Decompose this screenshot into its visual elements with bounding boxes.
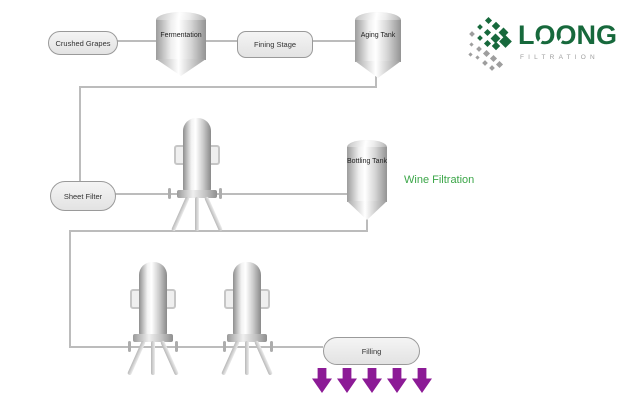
- filter-housing-2: [115, 262, 191, 380]
- housing-cylinder: [139, 262, 167, 336]
- housing-leg: [204, 196, 223, 232]
- logo-dot: [484, 16, 493, 25]
- housing-flange: [133, 334, 173, 342]
- down-arrow-icon: [362, 368, 382, 393]
- pipe-fining-aging: [311, 40, 355, 42]
- filling-output-arrows: [312, 368, 432, 393]
- node-sheet-filter: Sheet Filter: [50, 181, 116, 211]
- housing-leg: [245, 341, 249, 375]
- pipe-left-drop-1: [79, 86, 81, 182]
- loong-logo-mark-icon: [462, 16, 514, 74]
- housing-cylinder: [183, 118, 211, 192]
- logo-dot: [468, 52, 473, 57]
- pipe-left-drop-2: [69, 230, 71, 348]
- logo-dot: [477, 35, 483, 41]
- node-crushed-grapes: Crushed Grapes: [48, 31, 118, 55]
- loong-filtration-logo: LOONG FILTRATION: [462, 16, 627, 72]
- tank-aging: Aging Tank: [355, 12, 401, 78]
- housing-flange: [177, 190, 217, 198]
- tank-bottling: Bottling Tank: [347, 140, 387, 220]
- logo-dot: [469, 42, 474, 47]
- tank-label: Bottling Tank: [347, 158, 387, 165]
- tank-cone: [156, 59, 206, 76]
- logo-subtitle: FILTRATION: [520, 54, 599, 61]
- node-label: Sheet Filter: [63, 191, 103, 201]
- housing-leg: [221, 340, 240, 376]
- housing-leg: [151, 341, 155, 375]
- tank-body: [156, 20, 206, 60]
- housing-leg: [171, 196, 190, 232]
- tank-cone: [355, 61, 401, 78]
- tank-body: [347, 147, 387, 202]
- logo-dot: [489, 65, 495, 71]
- node-fining-stage: Fining Stage: [237, 31, 313, 58]
- pipe-grapes-fermentation: [116, 40, 157, 42]
- pipe-coupling-icon: [168, 188, 171, 199]
- logo-dot: [483, 28, 492, 37]
- housing-leg: [254, 340, 273, 376]
- tank-fermentation: Fermentation: [156, 12, 206, 76]
- logo-dot: [491, 21, 501, 31]
- logo-name: LOONG: [518, 20, 617, 50]
- pipe-coupling-icon: [223, 341, 226, 352]
- logo-dot: [482, 49, 491, 58]
- logo-dot: [475, 55, 480, 60]
- logo-dot: [489, 54, 498, 63]
- tank-label: Fermentation: [160, 32, 202, 39]
- logo-dot: [476, 46, 482, 52]
- housing-leg: [195, 197, 199, 231]
- logo-dot: [491, 41, 501, 51]
- logo-dot: [477, 24, 483, 30]
- pipe-bottling-down: [366, 219, 368, 232]
- pipe-row1-return: [79, 86, 377, 88]
- logo-dot: [482, 60, 488, 66]
- logo-dot: [469, 31, 475, 37]
- down-arrow-icon: [312, 368, 332, 393]
- pipe-fermentation-fining: [206, 40, 237, 42]
- filter-housing-1: [159, 118, 235, 236]
- down-arrow-icon: [337, 368, 357, 393]
- node-label: Crushed Grapes: [55, 38, 111, 48]
- housing-leg: [160, 340, 179, 376]
- pipe-coupling-icon: [175, 341, 178, 352]
- logo-dot: [499, 35, 512, 48]
- pipe-coupling-icon: [128, 341, 131, 352]
- logo-dot: [495, 60, 504, 69]
- pipe-to-filling: [69, 346, 323, 348]
- housing-flange: [227, 334, 267, 342]
- pipe-coupling-icon: [270, 341, 273, 352]
- tank-label: Aging Tank: [360, 32, 396, 39]
- node-label: Fining Stage: [253, 40, 297, 49]
- node-filling: Filling: [323, 337, 420, 365]
- logo-dot: [483, 39, 492, 48]
- pipe-coupling-icon: [219, 188, 222, 199]
- down-arrow-icon: [412, 368, 432, 393]
- node-label: Filling: [361, 346, 382, 356]
- diagram-caption: Wine Filtration: [404, 174, 475, 186]
- tank-cone: [347, 201, 387, 220]
- pipe-aging-down: [375, 76, 377, 88]
- filter-housing-3: [209, 262, 285, 380]
- down-arrow-icon: [387, 368, 407, 393]
- pipe-sheetfilter-bottling: [114, 193, 347, 195]
- tank-body: [355, 20, 401, 62]
- housing-leg: [127, 340, 146, 376]
- housing-cylinder: [233, 262, 261, 336]
